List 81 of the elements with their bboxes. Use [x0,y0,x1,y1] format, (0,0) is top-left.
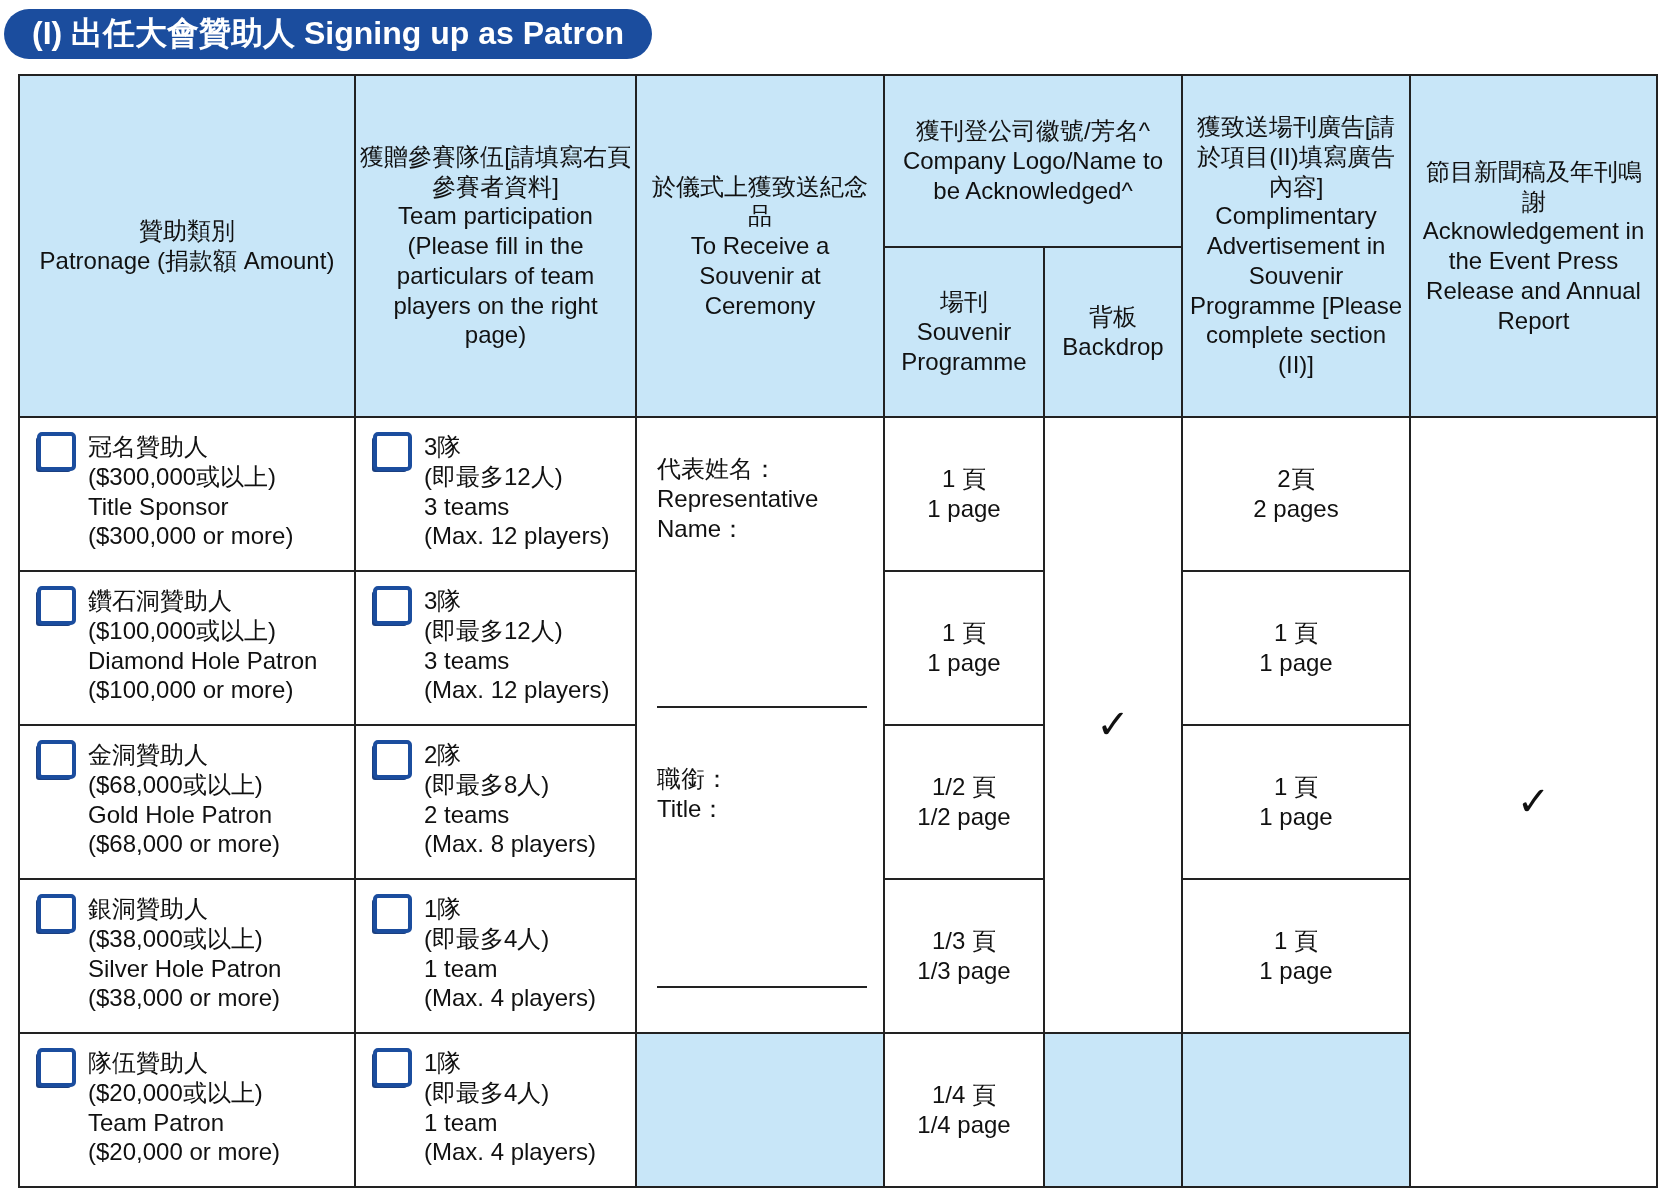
cell-text: 1/2 page [917,802,1011,832]
header-text: Team participation (Please fill in the particulars of team players on the right page) [392,201,599,351]
cell-text: ($100,000 or more) [88,675,294,705]
cell-text: (Max. 8 players) [424,829,597,859]
header-text: 獲刊登公司徽號/芳名^ [916,116,1150,147]
cell-text: (即最多4人) [424,1077,550,1108]
cell-text: 金洞贊助人 [88,740,208,770]
cell-text: 1 page [927,494,1001,524]
cell-text: (即最多8人) [424,769,550,800]
cell-text: 1 team [424,953,498,984]
cell-text: Silver Hole Patron [88,953,282,984]
cell-text: 1/4 page [917,1110,1011,1140]
check-mark: ✓ [1516,777,1551,827]
cell-text: ($100,000或以上) [88,615,277,646]
header-text: Acknowledgement in the Event Press Release and Annual Report [1421,216,1646,336]
header-text: 場刊 [940,287,988,318]
cell-text: ($38,000或以上) [88,923,263,954]
header-text: 於儀式上獲致送紀念品 [651,171,869,232]
cell-text: (即最多12人) [424,461,563,492]
cell-text: 1隊 [424,1048,462,1078]
check-mark: ✓ [1096,700,1130,750]
header-text: Company Logo/Name to be Acknowledged^ [901,146,1165,206]
header-text: Backdrop [1062,332,1164,362]
cell-text: 1 page [1259,648,1333,678]
cell-text: ($300,000或以上) [88,461,277,492]
form-label: Title： [657,793,727,824]
header-text: 贊助類別 [139,216,235,246]
cell-text: 1 頁 [1274,618,1318,648]
cell-text: 3 teams [424,491,510,522]
cell-text: ($68,000 or more) [88,829,281,859]
cell-text: 1 team [424,1107,498,1138]
cell-text: (Max. 12 players) [424,521,610,551]
cell-text: 3 teams [424,645,510,676]
title-banner: (I) 出任大會贊助人 Signing up as Patron [4,9,652,59]
cell-text: ($68,000或以上) [88,769,263,800]
cell-text: (Max. 4 players) [424,983,597,1013]
header-text: 獲致送場刊廣告[請於項目(II)填寫廣告內容] [1195,112,1397,202]
header-text: Patronage (捐款額 Amount) [39,246,335,276]
cell-text: ($20,000 or more) [88,1137,281,1167]
cell-text: 1/3 page [917,956,1011,986]
cell-text: 1 page [1259,956,1333,986]
cell-text: Team Patron [88,1107,225,1138]
cell-text: 3隊 [424,586,462,616]
cell-text: 隊伍贊助人 [88,1048,208,1078]
cell-text: 2隊 [424,740,462,770]
cell-text: ($300,000 or more) [88,521,294,551]
cell-text: Title Sponsor [88,491,229,522]
form-label: Representative Name： [657,483,820,544]
cell-text: (Max. 12 players) [424,675,610,705]
cell-text: 1 page [927,648,1001,678]
cell-text: 1 頁 [1274,772,1318,802]
cell-text: 鑽石洞贊助人 [88,586,232,616]
header-text: To Receive a Souvenir at Ceremony [689,231,831,321]
cell-text: 1 頁 [1274,926,1318,956]
header-text: Complimentary Advertisement in Souvenir Programme [Please complete section (II)] [1188,201,1404,380]
cell-text: 銀洞贊助人 [88,894,208,924]
cell-text: 1/3 頁 [932,926,996,956]
cell-text: (Max. 4 players) [424,1137,597,1167]
cell-text: 1隊 [424,894,462,924]
cell-text: 1/2 頁 [932,772,996,802]
cell-text: 1/4 頁 [932,1080,996,1110]
cell-text: 2頁 [1277,464,1315,494]
cell-text: Diamond Hole Patron [88,645,318,676]
cell-text: ($38,000 or more) [88,983,281,1013]
cell-text: 1 page [1259,802,1333,832]
cell-text: ($20,000或以上) [88,1077,263,1108]
cell-text: Gold Hole Patron [88,799,273,830]
header-text: 背板 [1089,302,1137,332]
cell-text: 3隊 [424,432,462,462]
cell-text: 1 頁 [942,618,986,648]
header-text: Souvenir Programme [900,317,1028,377]
form-label: 職銜： [657,764,730,794]
cell-text: 2 pages [1253,494,1339,524]
cell-text: 冠名贊助人 [88,432,208,462]
cell-text: (即最多4人) [424,923,550,954]
form-label: 代表姓名： [657,454,778,484]
cell-text: 2 teams [424,799,510,830]
header-text: 節目新聞稿及年刊鳴謝 [1424,156,1643,217]
cell-text: (即最多12人) [424,615,563,646]
cell-text: 1 頁 [942,464,986,494]
header-text: 獲贈參賽隊伍[請填寫右頁參賽者資料] [360,141,631,202]
